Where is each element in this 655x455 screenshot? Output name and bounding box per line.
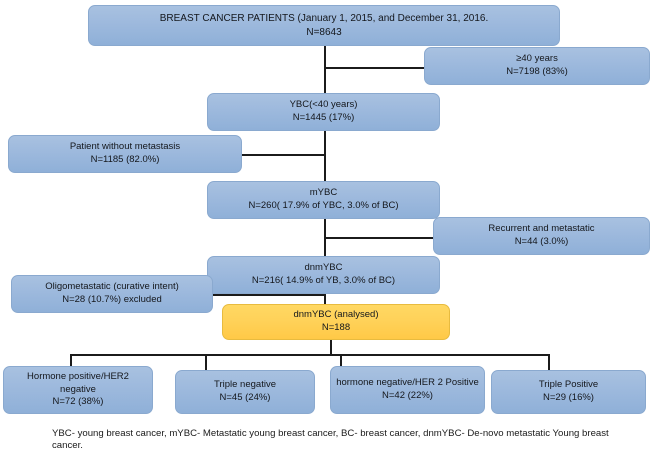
- figure-caption: YBC- young breast cancer, mYBC- Metastat…: [52, 428, 609, 451]
- node-ybc-under-40: YBC(<40 years) N=1445 (17%): [207, 93, 440, 131]
- connector-bus-to-subtype-2: [205, 354, 207, 372]
- connector-mybc-to-recurrent: [324, 237, 434, 239]
- node-recurrent-and-metastatic-label: Recurrent and metastatic N=44 (3.0%): [488, 223, 595, 247]
- node-hormone-positive-her2-negative-label: Hormone positive/HER2 negative N=72 (38%…: [27, 371, 129, 408]
- node-hormone-positive-her2-negative: Hormone positive/HER2 negative N=72 (38%…: [3, 366, 153, 414]
- node-breast-cancer-patients-label: BREAST CANCER PATIENTS (January 1, 2015,…: [159, 13, 489, 38]
- node-triple-positive-label: Triple Positive N=29 (16%): [538, 379, 599, 403]
- node-mybc: mYBC N=260( 17.9% of YBC, 3.0% of BC): [207, 181, 440, 219]
- node-dnmybc: dnmYBC N=216( 14.9% of YB, 3.0% of BC): [207, 256, 440, 294]
- node-patient-without-metastasis-label: Patient without metastasis N=1185 (82.0%…: [69, 141, 181, 165]
- node-oligometastatic-excluded-label: Oligometastatic (curative intent) N=28 (…: [45, 281, 179, 305]
- node-dnmybc-label: dnmYBC N=216( 14.9% of YB, 3.0% of BC): [251, 262, 396, 286]
- node-over-40-years-label: ≥40 years N=7198 (83%): [506, 53, 568, 77]
- connector-mybc-down: [324, 219, 326, 269]
- node-hormone-negative-her2-positive-label: hormone negative/HER 2 Positive N=42 (22…: [336, 377, 479, 401]
- connector-bus-to-subtype-3: [340, 354, 342, 368]
- connector-dnmybc-to-oligometastatic: [212, 294, 326, 296]
- node-breast-cancer-patients: BREAST CANCER PATIENTS (January 1, 2015,…: [88, 5, 560, 46]
- connector-subtype-bus: [70, 354, 550, 356]
- node-ybc-under-40-label: YBC(<40 years) N=1445 (17%): [289, 99, 358, 123]
- connector-bus-to-subtype-4: [548, 354, 550, 372]
- node-dnmybc-analysed: dnmYBC (analysed) N=188: [222, 304, 450, 340]
- node-oligometastatic-excluded: Oligometastatic (curative intent) N=28 (…: [11, 275, 213, 313]
- node-triple-positive: Triple Positive N=29 (16%): [491, 370, 646, 414]
- connector-root-to-over40: [324, 67, 424, 69]
- node-hormone-negative-her2-positive: hormone negative/HER 2 Positive N=42 (22…: [330, 366, 485, 414]
- connector-root-down: [324, 45, 326, 95]
- node-triple-negative: Triple negative N=45 (24%): [175, 370, 315, 414]
- connector-ybc-down: [324, 131, 326, 181]
- node-recurrent-and-metastatic: Recurrent and metastatic N=44 (3.0%): [433, 217, 650, 255]
- node-over-40-years: ≥40 years N=7198 (83%): [424, 47, 650, 85]
- node-dnmybc-analysed-label: dnmYBC (analysed) N=188: [293, 309, 379, 333]
- node-patient-without-metastasis: Patient without metastasis N=1185 (82.0%…: [8, 135, 242, 173]
- connector-bus-to-subtype-1: [70, 354, 72, 368]
- connector-analysed-down: [330, 338, 332, 355]
- connector-dnmybc-down: [324, 294, 326, 308]
- node-triple-negative-label: Triple negative N=45 (24%): [214, 379, 276, 403]
- node-mybc-label: mYBC N=260( 17.9% of YBC, 3.0% of BC): [248, 187, 399, 211]
- connector-ybc-to-nometastasis: [241, 154, 326, 156]
